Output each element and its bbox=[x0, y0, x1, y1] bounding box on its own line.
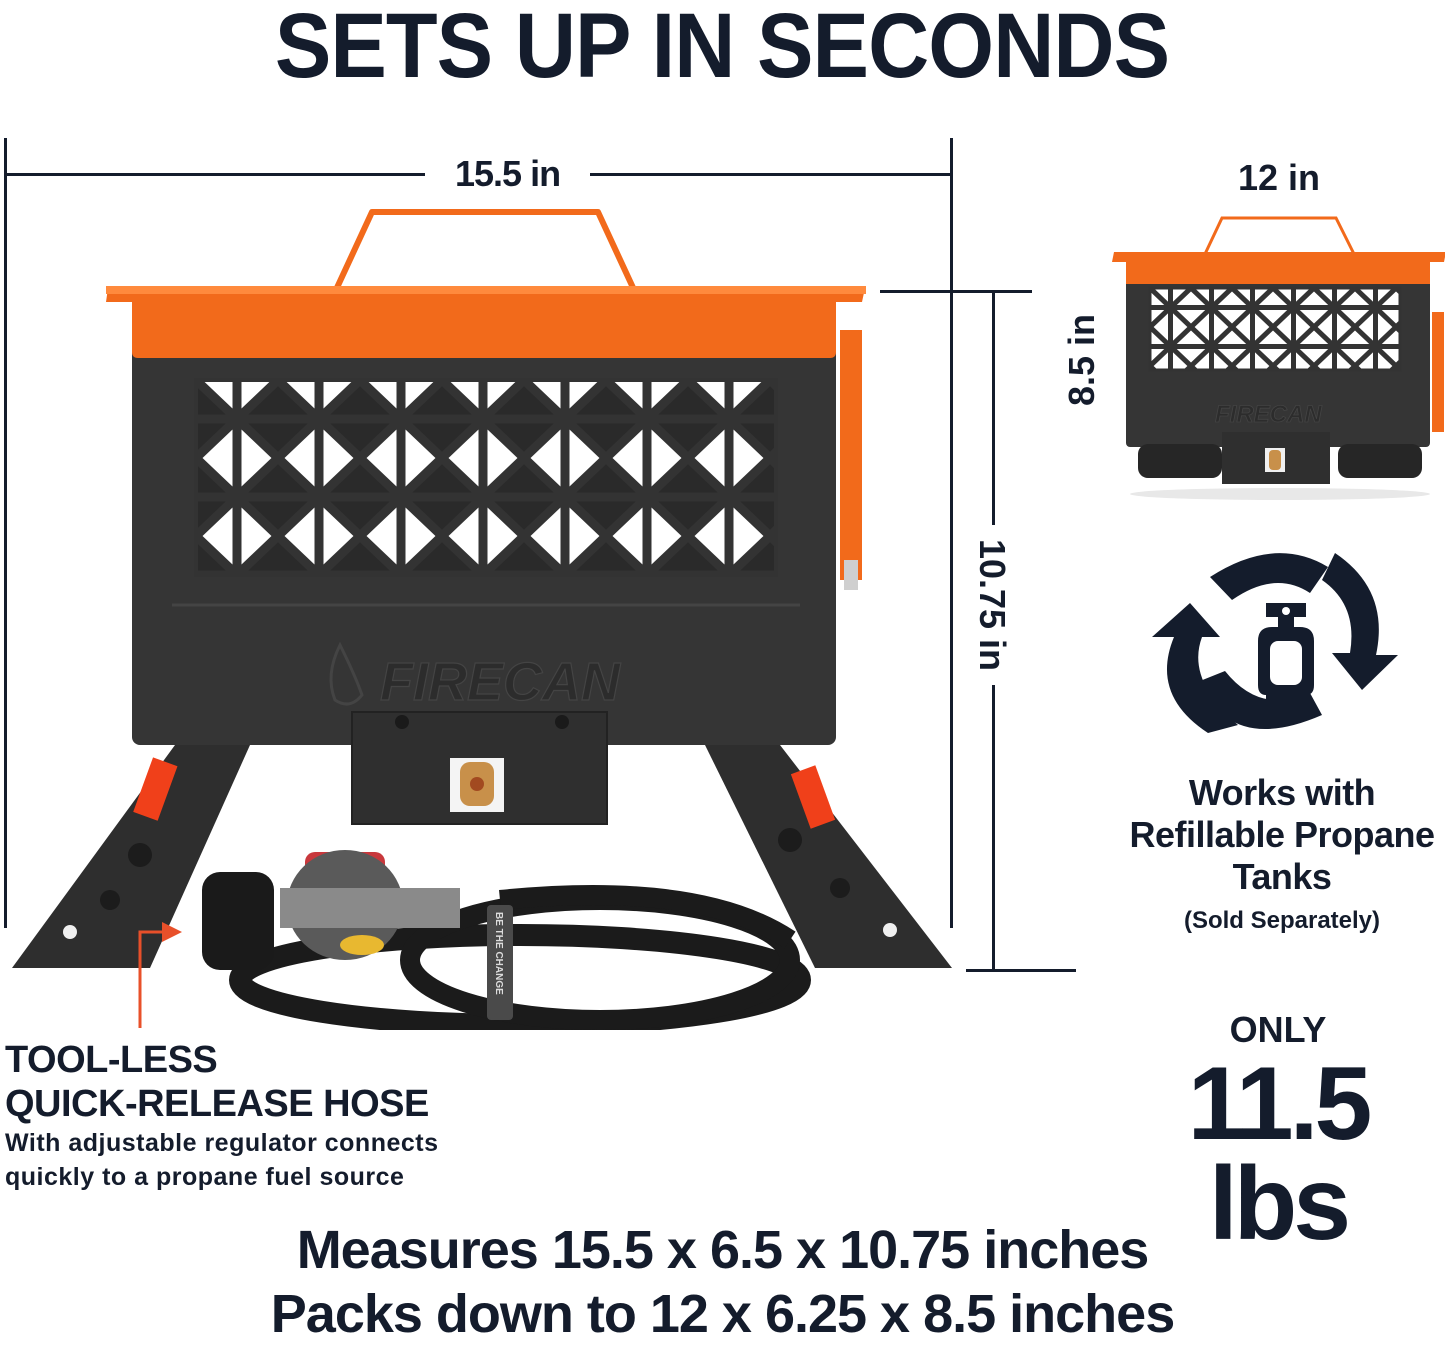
hose-callout-desc-line-2: quickly to a propane fuel source bbox=[5, 1163, 405, 1191]
hose-callout: TOOL-LESS QUICK-RELEASE HOSE With adjust… bbox=[5, 1038, 465, 1194]
hose-strap-text: BE THE CHANGE bbox=[493, 912, 504, 995]
propane-refill-cycle-icon bbox=[1152, 553, 1398, 733]
propane-compatibility-text: Works with Refillable Propane Tanks (Sol… bbox=[1122, 772, 1442, 938]
packed-width-label: 12 in bbox=[1238, 157, 1321, 198]
height-dimension-top-tick bbox=[880, 290, 1032, 293]
footer-measures-line: Measures 15.5 x 6.5 x 10.75 inches bbox=[296, 1220, 1150, 1280]
weight-prefix: ONLY bbox=[1229, 1009, 1327, 1050]
height-dimension-bottom-tick bbox=[966, 969, 1076, 972]
footer-dimensions: Measures 15.5 x 6.5 x 10.75 inches Packs… bbox=[0, 1218, 1445, 1346]
firecan-logo-emboss: FIRECAN bbox=[380, 652, 621, 712]
propane-sold-separately-note: (Sold Separately) bbox=[1183, 907, 1381, 934]
hose-callout-desc-line-1: With adjustable regulator connects bbox=[5, 1129, 439, 1157]
propane-line-3: Tanks bbox=[1232, 856, 1332, 897]
firecan-stove-expanded-image: FIRECAN BE THE CHANGE bbox=[12, 209, 952, 1030]
dimension-tick-left bbox=[4, 138, 7, 928]
propane-line-2: Refillable Propane bbox=[1129, 814, 1435, 855]
weight-value: 11.5 lbs bbox=[1187, 1046, 1373, 1262]
propane-line-1: Works with bbox=[1188, 772, 1376, 813]
packed-height-label: 8.5 in bbox=[1061, 313, 1102, 407]
height-dimension-label: 10.75 in bbox=[972, 525, 1013, 685]
callout-arrow-icon bbox=[138, 922, 182, 1028]
hose-callout-title-line-2: QUICK-RELEASE HOSE bbox=[5, 1083, 429, 1125]
firecan-logo-emboss-small: FIRECAN bbox=[1215, 401, 1322, 428]
footer-packs-down-line: Packs down to 12 x 6.25 x 8.5 inches bbox=[270, 1284, 1175, 1344]
firecan-stove-packed-image: FIRECAN bbox=[1112, 216, 1445, 500]
dimension-tick-right bbox=[950, 138, 953, 928]
width-dimension-label: 15.5 in bbox=[425, 154, 591, 194]
page-title: SETS UP IN SECONDS bbox=[274, 0, 1170, 97]
propane-hose-regulator: BE THE CHANGE bbox=[202, 850, 811, 1030]
hose-callout-title-line-1: TOOL-LESS bbox=[5, 1039, 218, 1081]
